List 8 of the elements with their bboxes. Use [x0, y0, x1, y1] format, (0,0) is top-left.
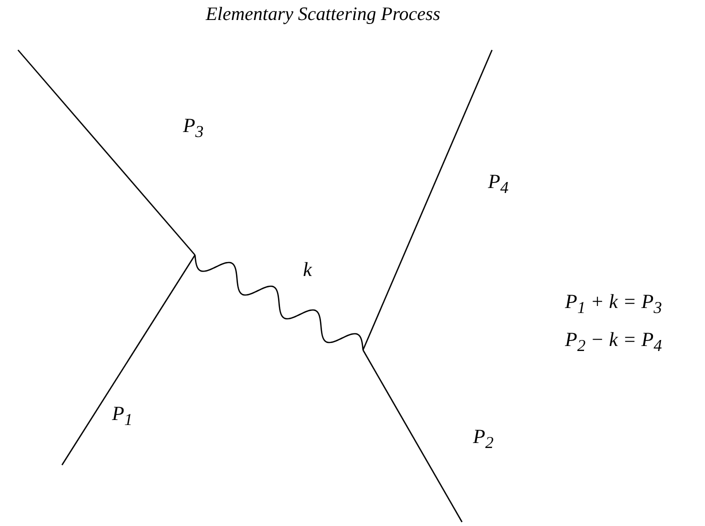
momentum-label: P$_{1}$	[112, 404, 133, 429]
equation: P$_{2}$ − k = P$_{4}$	[565, 330, 662, 355]
momentum-label: P$_{3}$	[183, 116, 204, 141]
momentum-label: P$_{4}$	[488, 172, 509, 197]
equation: P$_{1}$ + k = P$_{3}$	[565, 292, 662, 317]
momentum-label: k	[303, 260, 312, 280]
momentum-label: P$_{2}$	[473, 427, 494, 452]
diagram-title: Elementary Scattering Process	[204, 4, 442, 26]
